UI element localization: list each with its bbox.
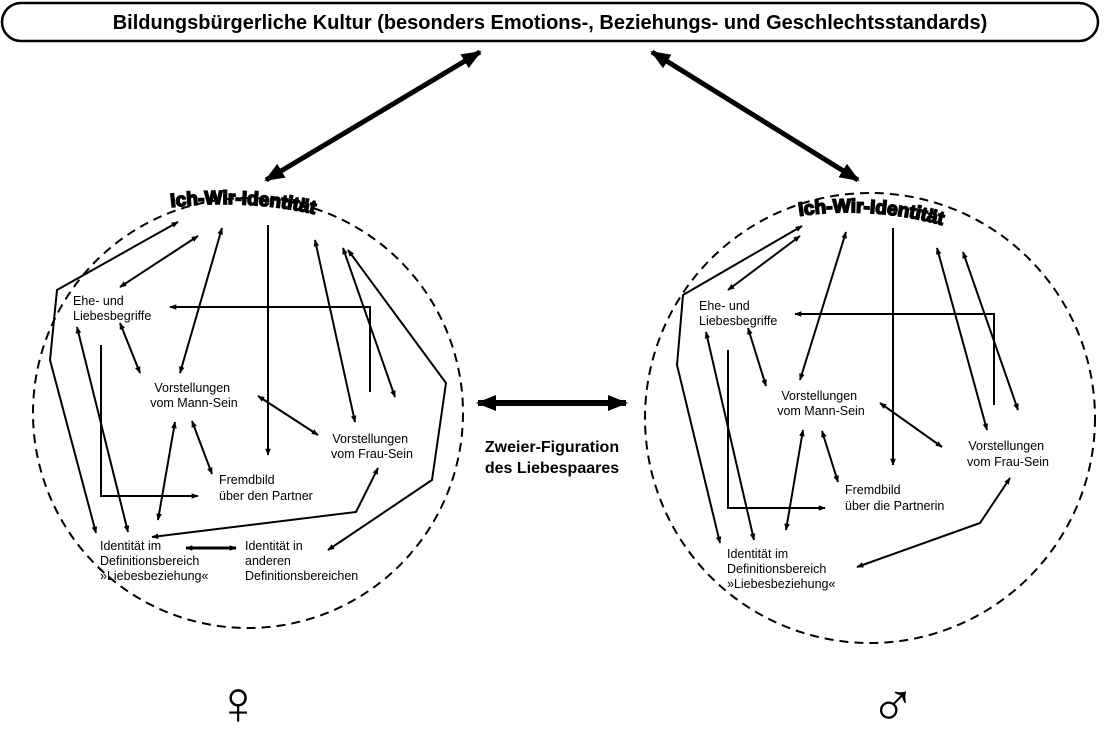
- left-edge-ehe-mann: [119, 322, 141, 374]
- left-node-ident: Identität im Definitionsbereich »Liebesb…: [100, 539, 208, 583]
- right-node-fremd: Fremdbild über die Partnerin: [845, 483, 944, 513]
- left-edge-mann-frau: [257, 395, 319, 436]
- left-edge-top-ident-outer: [48, 221, 179, 534]
- right-edges: [675, 225, 1019, 568]
- right-edge-top-frau: [935, 247, 989, 431]
- right-edge-mann-frau: [879, 402, 943, 448]
- right-node-ehe: Ehe- und Liebesbegriffe: [699, 299, 777, 328]
- header-box: [0, 1, 1100, 43]
- female-symbol-icon: ♀: [215, 669, 262, 738]
- couple-label-line1: Zweier-Figuration: [485, 439, 619, 456]
- left-edge-ehe-top: [119, 235, 199, 288]
- arrow-culture-left: [264, 49, 482, 183]
- left-edges: [48, 221, 448, 551]
- left-edge-frau-ehe: [169, 304, 371, 392]
- right-dashed-circle: [644, 192, 1096, 644]
- couple-figuration: Zweier-Figuration des Liebespaares: [476, 395, 628, 477]
- right-edge-mann-ident: [784, 429, 805, 531]
- right-edge-mann-top: [799, 231, 847, 381]
- right-nodes: Ehe- und Liebesbegriffe Vorstellungen vo…: [699, 299, 1049, 591]
- left-edge-ehe-ident: [75, 326, 130, 533]
- left-nodes: Ehe- und Liebesbegriffe Vorstellungen vo…: [73, 294, 413, 583]
- left-arc-title: Ich-Wir-Identität: [169, 188, 318, 219]
- left-dashed-circle: [32, 197, 464, 629]
- right-arc-title: Ich-Wir-Identität: [797, 196, 947, 230]
- couple-label-line2: des Liebespaares: [485, 460, 619, 477]
- left-node-frau: Vorstellungen vom Frau-Sein: [331, 432, 413, 461]
- left-edge-fremd-loop: [100, 345, 199, 499]
- female-identity-circle: Ich-Wir-Identität Ehe- und Liebesbegriff…: [32, 187, 464, 629]
- male-symbol-icon: ♂: [870, 669, 917, 738]
- culture-header: Bildungsbürgerliche Kultur (besonders Em…: [0, 1, 1100, 43]
- culture-relations: [264, 49, 860, 183]
- right-edge-fremd-loop: [727, 350, 826, 511]
- left-edge-mann-fremd: [191, 420, 213, 475]
- left-node-ehe: Ehe- und Liebesbegriffe: [73, 294, 151, 323]
- male-identity-circle: Ich-Wir-Identität Ehe- und Liebesbegriff…: [644, 192, 1096, 644]
- left-node-fremd: Fremdbild über den Partner: [219, 473, 313, 503]
- left-edge-top-andere: [327, 249, 448, 551]
- right-edge-frau-ident: [856, 477, 1011, 568]
- right-edge-top-ident-outer: [675, 225, 803, 544]
- right-edge-frau-ehe: [794, 311, 995, 405]
- right-node-frau: Vorstellungen vom Frau-Sein: [967, 439, 1049, 469]
- left-edge-mann-top: [179, 227, 223, 374]
- right-edge-ehe-mann: [747, 327, 767, 387]
- arrow-culture-right: [650, 49, 860, 183]
- right-edge-mann-fremd: [821, 430, 839, 483]
- left-node-mann: Vorstellungen vom Mann-Sein: [150, 381, 238, 410]
- left-edge-mann-ident: [156, 421, 177, 521]
- left-edge-frau-ident: [151, 467, 379, 540]
- header-title: Bildungsbürgerliche Kultur (besonders Em…: [113, 12, 988, 34]
- right-edge-frau-top: [962, 251, 1019, 411]
- left-node-andere: Identität in anderen Definitionsbereiche…: [245, 539, 358, 583]
- right-node-ident: Identität im Definitionsbereich »Liebesb…: [727, 547, 835, 591]
- right-node-mann: Vorstellungen vom Mann-Sein: [777, 389, 865, 418]
